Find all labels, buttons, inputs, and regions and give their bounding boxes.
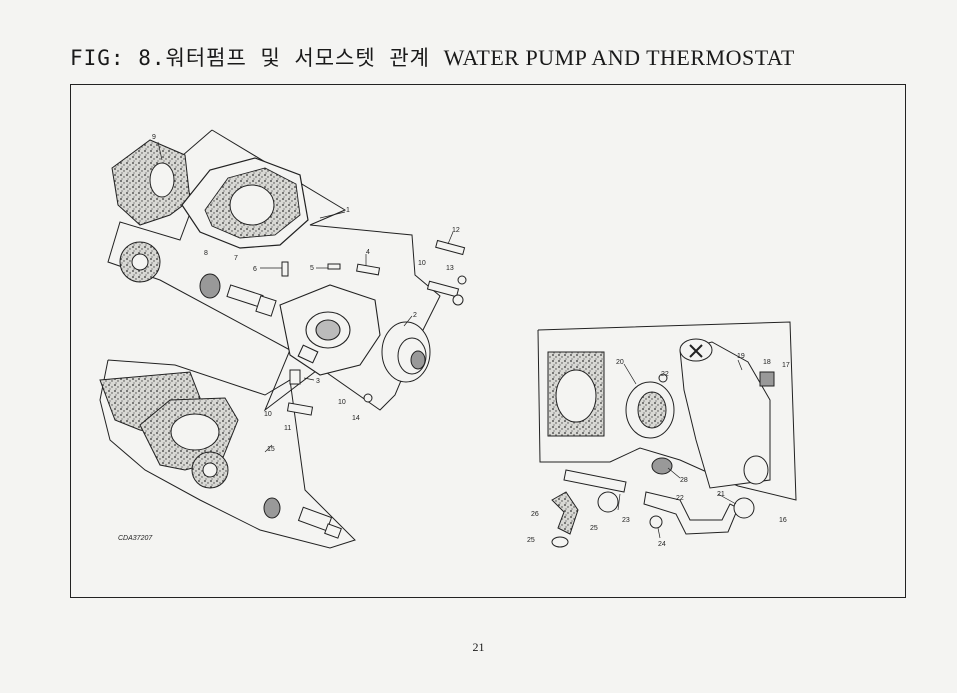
bolts-left-group [281,239,467,416]
callout-15: 15 [267,446,275,453]
callout-10-lower-right: 10 [338,399,346,406]
callout-5: 5 [310,265,314,272]
callout-2: 2 [413,312,417,319]
pump-body [279,284,381,376]
hoses-and-fittings [551,457,755,548]
callout-3: 3 [316,378,320,385]
thermostat-group-outline [537,321,797,501]
callout-17: 17 [782,362,790,369]
callout-25-lower: 25 [527,537,535,544]
callout-6: 6 [253,266,257,273]
callout-9: 9 [152,134,156,141]
seal-and-shaft-upper [199,273,277,317]
callout-22-lower: 22 [676,495,684,502]
callout-23: 23 [622,517,630,524]
callout-22-upper: 22 [661,371,669,378]
seal-and-shaft-lower [263,497,342,539]
callout-11: 11 [284,425,291,432]
callout-28: 28 [680,477,688,484]
callout-10-upper: 10 [418,260,426,267]
callout-25-upper: 25 [590,525,598,532]
callout-8: 8 [204,250,208,257]
callout-14: 14 [352,415,360,422]
figure-title-english: WATER PUMP AND THERMOSTAT [443,45,795,70]
figure-title-korean: 워터펌프 및 서모스텟 관계 [165,46,430,70]
callout-16: 16 [779,517,787,524]
leader-lines [157,141,743,539]
callout-26: 26 [531,511,539,518]
thermostat-valve [625,373,675,439]
callout-13: 13 [446,265,454,272]
gasket-20 [547,351,605,437]
figure-title: FIG: 8.워터펌프 및 서모스텟 관계 WATER PUMP AND THE… [70,42,795,72]
callout-18: 18 [763,359,771,366]
flange-upper [119,241,161,283]
pulley-2 [381,321,431,383]
callout-24: 24 [658,541,666,548]
assembly-outline-15 [99,359,356,549]
drawing-code: CDA37207 [118,535,153,542]
figure-frame [70,84,906,598]
callout-10-lower-left: 10 [264,411,272,418]
figure-prefix: FIG: 8. [70,46,166,70]
callout-21: 21 [717,491,725,498]
callout-7: 7 [234,255,238,262]
thermostat-housing [679,338,775,489]
callout-20: 20 [616,359,624,366]
flange-lower [191,451,229,489]
callout-4: 4 [366,249,370,256]
page-number: 21 [472,640,485,654]
callout-19: 19 [737,353,745,360]
callout-12: 12 [452,227,460,234]
callout-1: 1 [346,207,350,214]
